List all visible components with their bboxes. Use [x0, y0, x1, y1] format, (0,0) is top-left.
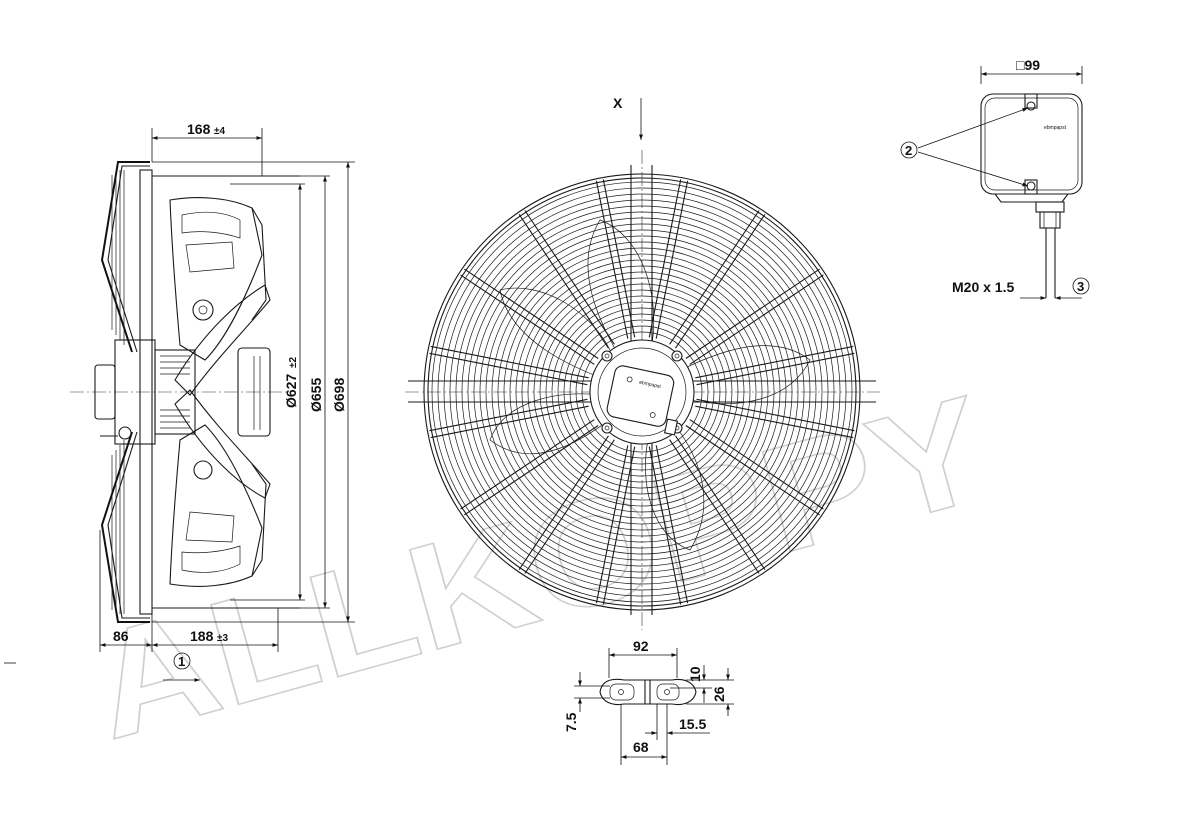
guard-ring	[557, 307, 727, 477]
dim-26: 26	[711, 686, 727, 702]
callout-3-label: 3	[1077, 279, 1084, 294]
guard-ring	[509, 259, 775, 525]
guard-ring	[551, 301, 733, 483]
guard-spoke	[460, 274, 595, 365]
guard-spoke	[429, 352, 588, 386]
dim-dia-698: Ø698	[331, 378, 347, 412]
callout-1-label: 1	[178, 654, 185, 669]
guard-spoke	[648, 179, 682, 338]
guard-spoke	[463, 268, 599, 359]
guard-ring	[431, 181, 853, 603]
guard-spoke	[595, 445, 629, 604]
guard-ring	[521, 271, 763, 513]
guard-ring	[449, 199, 835, 585]
guard-spoke	[685, 425, 821, 516]
dim-168-tol: ±4	[214, 126, 225, 137]
guard-spoke	[463, 425, 599, 516]
side-view	[70, 161, 300, 623]
guard-spoke	[518, 435, 609, 571]
guard-spoke	[602, 179, 636, 338]
guard-ring	[485, 235, 799, 549]
guard-spoke	[685, 268, 821, 359]
guard-spoke	[695, 345, 854, 379]
front-view: X	[405, 95, 880, 630]
guard-spoke	[655, 180, 689, 339]
guard-spoke	[595, 180, 629, 339]
guard-ring	[545, 295, 739, 489]
box-brand-text: ebmpapst	[1044, 125, 1067, 131]
view-label-x: X	[613, 95, 623, 111]
guard-ring	[581, 331, 703, 453]
callout-2	[900, 141, 918, 159]
guard-spoke	[648, 446, 682, 605]
guard-spoke	[669, 210, 760, 345]
guard-spoke	[524, 439, 615, 574]
guard-spoke	[430, 345, 589, 379]
guard-ring	[527, 277, 757, 507]
guard-spoke	[696, 398, 855, 432]
guard-spoke	[430, 405, 589, 439]
watermark: ALLKOPPY	[73, 362, 1006, 771]
guard-ring	[473, 223, 811, 561]
terminal-box-detail: □99 ebmpapst 2 M20 x 1.5 3	[900, 57, 1090, 300]
side-view-dimensions: 168 ±4 86 188 ±3 Ø627 ±2 Ø655 Ø698 1	[4, 121, 355, 682]
dim-188-tol: ±3	[217, 633, 228, 644]
guard-ring	[479, 229, 805, 555]
dim-dia-627-tol: ±2	[288, 357, 299, 368]
guard-spoke	[429, 398, 588, 432]
guard-ring	[503, 253, 781, 531]
dim-92: 92	[633, 638, 649, 654]
guard-ring	[497, 247, 787, 537]
guard-ring	[539, 289, 745, 495]
dim-dia-627: Ø627	[283, 374, 299, 408]
guard-spoke	[524, 210, 615, 345]
guard-ring	[461, 211, 823, 573]
guard-ring	[569, 319, 715, 465]
dim-188: 188	[190, 628, 214, 644]
guard-ring	[455, 205, 829, 579]
guard-spoke	[675, 213, 766, 349]
guard-spoke	[689, 419, 824, 510]
guard-spoke	[689, 274, 824, 365]
dim-15-5: 15.5	[679, 716, 706, 732]
dim-box-99: □99	[1016, 57, 1040, 73]
guard-ring	[437, 187, 847, 597]
guard-spoke	[675, 435, 766, 571]
guard-ring	[467, 217, 817, 567]
guard-ring	[515, 265, 769, 519]
guard-spoke	[602, 446, 636, 605]
guard-spoke	[669, 439, 760, 574]
guard-ring	[443, 193, 841, 591]
dim-68: 68	[633, 739, 649, 755]
guard-spoke	[460, 419, 595, 510]
callout-3	[1072, 277, 1090, 295]
watermark-text: ALLKOPPY	[74, 363, 1005, 771]
guard-spoke	[695, 405, 854, 439]
guard-ring	[575, 325, 709, 459]
dim-86: 86	[113, 628, 129, 644]
guard-spoke	[655, 445, 689, 604]
callout-1	[173, 652, 191, 670]
dim-10: 10	[687, 666, 703, 682]
dim-7-5: 7.5	[563, 712, 579, 732]
hub-brand-text: ebmpapst	[639, 380, 662, 391]
thread-label: M20 x 1.5	[952, 279, 1014, 295]
callout-2-label: 2	[905, 143, 912, 158]
guard-spoke	[696, 352, 855, 386]
dim-dia-655: Ø655	[308, 378, 324, 412]
guard-ring	[491, 241, 793, 543]
guard-ring	[563, 313, 721, 471]
bracket-detail: 92 10 26 7.5 15.5 68	[563, 638, 734, 765]
guard-spoke	[518, 213, 609, 349]
guard-ring	[533, 283, 751, 501]
dim-168: 168	[187, 121, 211, 137]
